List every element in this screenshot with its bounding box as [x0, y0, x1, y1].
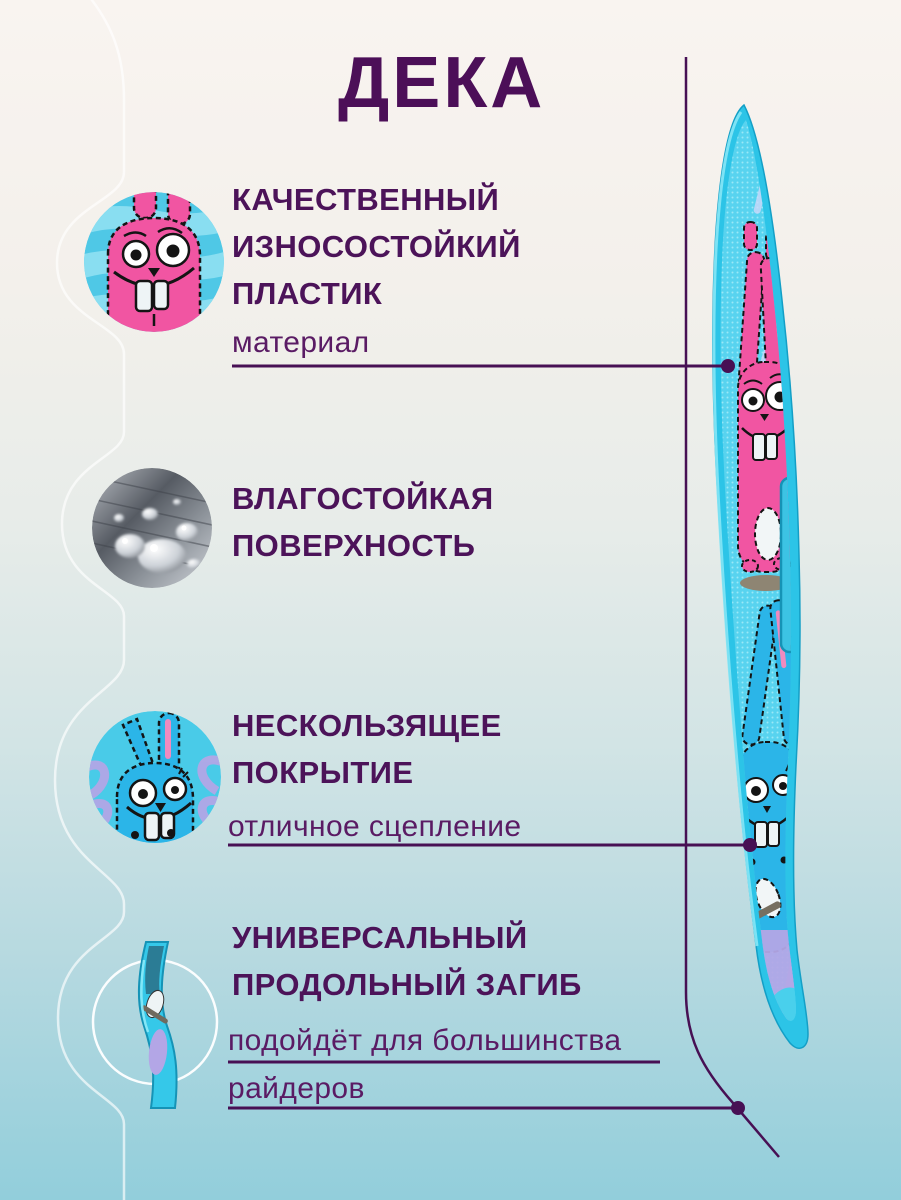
callout-dot-bend: [731, 1101, 745, 1115]
heading-line: ПОКРЫТИЕ: [232, 755, 414, 790]
heading-line: ИЗНОСОСТОЙКИЙ: [232, 229, 521, 264]
feature-heading-surface: ВЛАГОСТОЙКАЯ ПОВЕРХНОСТЬ: [232, 475, 494, 569]
blue-rabbit-image: [89, 711, 221, 843]
water-droplets-art: [92, 468, 212, 588]
heading-line: УНИВЕРСАЛЬНЫЙ: [232, 920, 528, 955]
feature-heading-bend: УНИВЕРСАЛЬНЫЙ ПРОДОЛЬНЫЙ ЗАГИБ: [232, 914, 582, 1008]
feature-heading-grip: НЕСКОЛЬЗЯЩЕЕ ПОКРЫТИЕ: [232, 702, 502, 796]
blue-rabbit-art: [89, 711, 221, 843]
deck-bend-image: [91, 941, 219, 1109]
water-droplets-image: [92, 468, 212, 588]
feature-caption-riders-1: подойдёт для большинства: [228, 1024, 622, 1057]
feature-caption-riders-2: райдеров: [228, 1072, 365, 1105]
page-title: ДЕКА: [338, 43, 546, 123]
heading-line: ПОВЕРХНОСТЬ: [232, 528, 476, 563]
heading-line: КАЧЕСТВЕННЫЙ: [232, 182, 500, 217]
feature-heading-plastic: КАЧЕСТВЕННЫЙ ИЗНОСОСТОЙКИЙ ПЛАСТИК: [232, 176, 521, 317]
heading-line: ПРОДОЛЬНЫЙ ЗАГИБ: [232, 967, 582, 1002]
heading-line: НЕСКОЛЬЗЯЩЕЕ: [232, 708, 502, 743]
feature-caption-grip: отличное сцепление: [228, 810, 522, 843]
feature-caption-material: материал: [232, 326, 370, 359]
pink-rabbit-art: [84, 192, 224, 332]
pink-rabbit-image: [84, 192, 224, 332]
skateboard-deck: [712, 103, 809, 1049]
heading-line: ПЛАСТИК: [232, 276, 383, 311]
heading-line: ВЛАГОСТОЙКАЯ: [232, 481, 494, 516]
